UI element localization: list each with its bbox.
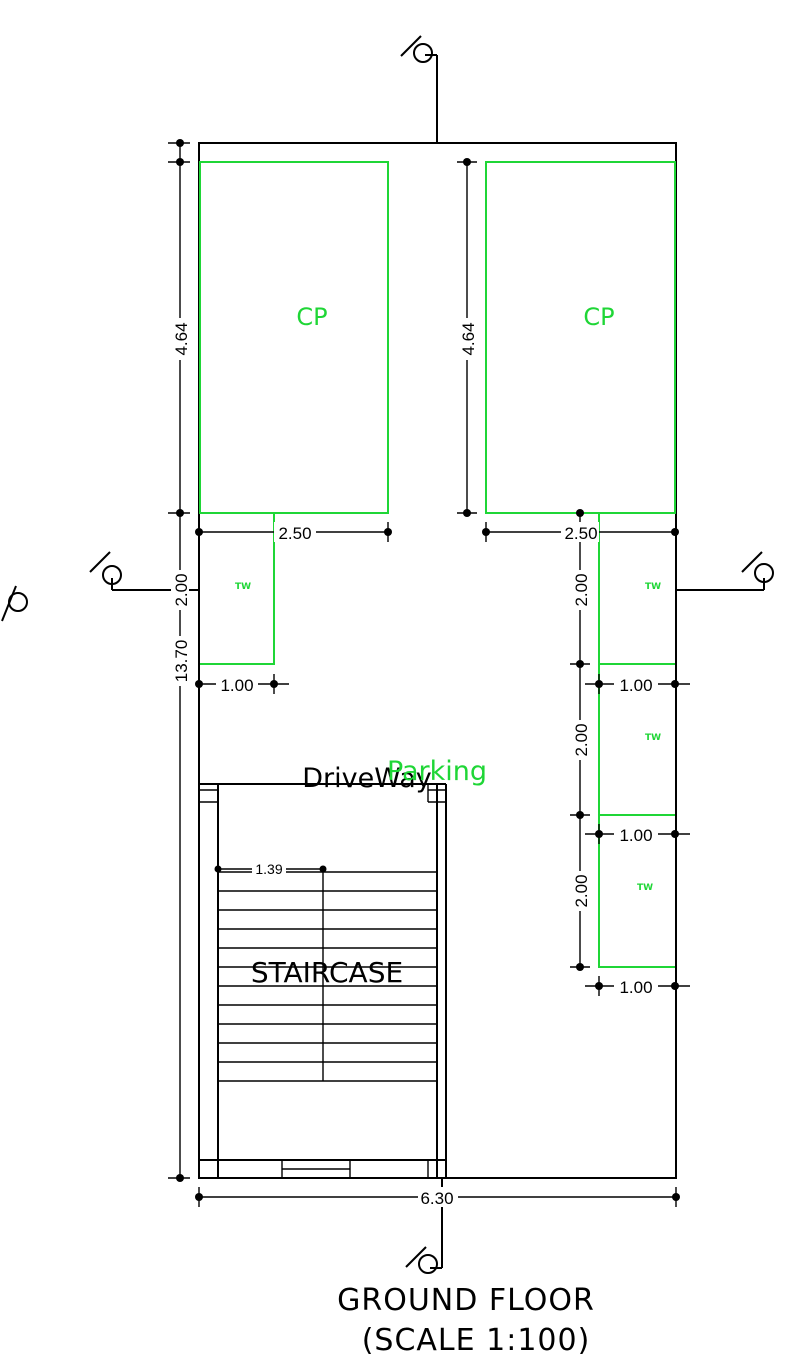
dim-tw-length-left: 2.00 [172,573,191,606]
room-label-tw-right-1: TW [645,582,661,592]
dim-tw-width-right-3: 1.00 [619,978,652,997]
dim-tw-length-right-2: 2.00 [572,723,591,756]
tw-bay-right-outline [598,512,675,968]
room-label-staircase: STAIRCASE [251,956,403,989]
dim-tw-width-right-2: 1.00 [619,826,652,845]
room-label-driveway: DriveWay [302,763,431,794]
dim-cp-width-right: 2.50 [564,524,597,543]
dim-tw-width-left: 1.00 [220,676,253,695]
dim-overall-length: 13.70 [172,640,191,683]
room-label-parking: Parking [387,756,487,787]
room-label-tw-left: TW [235,582,251,592]
section-marker-right [676,551,774,591]
section-marker-far-left [1,585,28,622]
tw-bay-left-outline [200,512,275,665]
dim-cp-length-left: 4.64 [172,322,191,355]
room-label-cp-right: CP [583,303,614,331]
room-label-tw-right-3: TW [637,883,653,893]
drawing-title: GROUND FLOOR [337,1283,595,1318]
car-park-right-outline [485,161,676,514]
car-park-left-outline [199,161,389,514]
drawing-scale: (SCALE 1:100) [362,1323,591,1358]
dim-cp-width-left: 2.50 [278,524,311,543]
room-label-tw-right-2: TW [645,733,661,743]
dim-tw-length-right-1: 2.00 [572,573,591,606]
dim-tw-length-right-3: 2.00 [572,874,591,907]
dim-tw-width-right-1: 1.00 [619,676,652,695]
section-marker-top [400,35,438,143]
dim-stair-width: 1.39 [255,861,282,877]
room-label-cp-left: CP [296,303,327,331]
staircase-block [199,783,447,1179]
dim-cp-length-right: 4.64 [459,322,478,355]
dim-overall-width: 6.30 [420,1189,453,1208]
